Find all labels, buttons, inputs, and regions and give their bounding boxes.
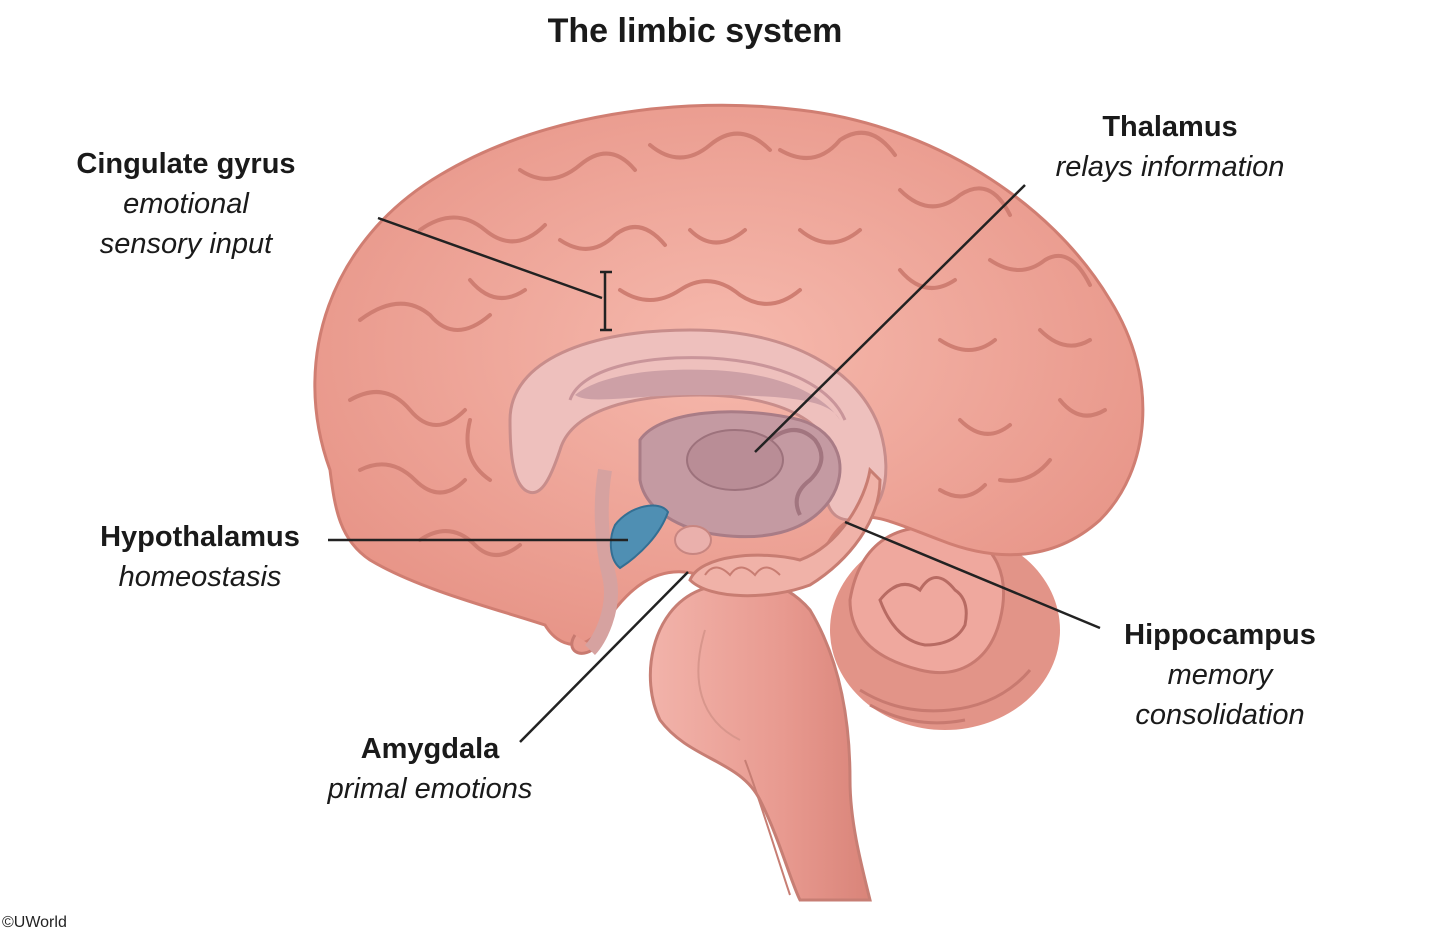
hypothalamus-shape	[609, 504, 670, 570]
fornix	[584, 468, 618, 655]
copyright-notice: ©UWorld	[2, 914, 67, 931]
amygdala-shape	[674, 525, 712, 555]
hypothalamus-name: Hypothalamus	[100, 521, 300, 553]
amygdala-label: Amygdala primal emotions	[300, 729, 560, 809]
amygdala-leader-line	[519, 571, 689, 743]
thalamus-label: Thalamus relays information	[1030, 107, 1310, 187]
hippocampus-desc-2: consolidation	[1135, 699, 1305, 731]
brainstem	[648, 579, 872, 902]
amygdala-desc: primal emotions	[327, 773, 533, 805]
hippocampus-desc-1: memory	[1167, 659, 1273, 691]
cingulate-gyrus-label: Cingulate gyrus emotional sensory input	[56, 144, 316, 264]
thalamus-name: Thalamus	[1102, 111, 1238, 143]
thalamus-desc: relays information	[1055, 151, 1285, 183]
hippocampus-shape	[688, 466, 882, 598]
thalamus-region	[638, 410, 842, 539]
hippocampus-leader-line	[844, 520, 1101, 630]
amygdala-name: Amygdala	[360, 733, 500, 765]
leader-lines	[328, 184, 1101, 743]
hippocampus-name: Hippocampus	[1124, 619, 1316, 651]
hippocampus-label: Hippocampus memory consolidation	[1100, 615, 1340, 735]
diagram-title: The limbic system	[547, 12, 843, 50]
cingulate-bracket	[600, 270, 612, 332]
hypothalamus-label: Hypothalamus homeostasis	[80, 517, 320, 597]
thalamus-leader-line	[754, 184, 1026, 453]
cerebellum	[830, 526, 1060, 730]
cingulate-leader-line	[377, 216, 603, 300]
cingulate-gyrus-desc-1: emotional	[123, 188, 249, 220]
cingulate-gyrus-desc-2: sensory input	[99, 228, 273, 260]
hypothalamus-desc: homeostasis	[118, 561, 282, 593]
cingulate-gyrus-name: Cingulate gyrus	[76, 148, 296, 180]
